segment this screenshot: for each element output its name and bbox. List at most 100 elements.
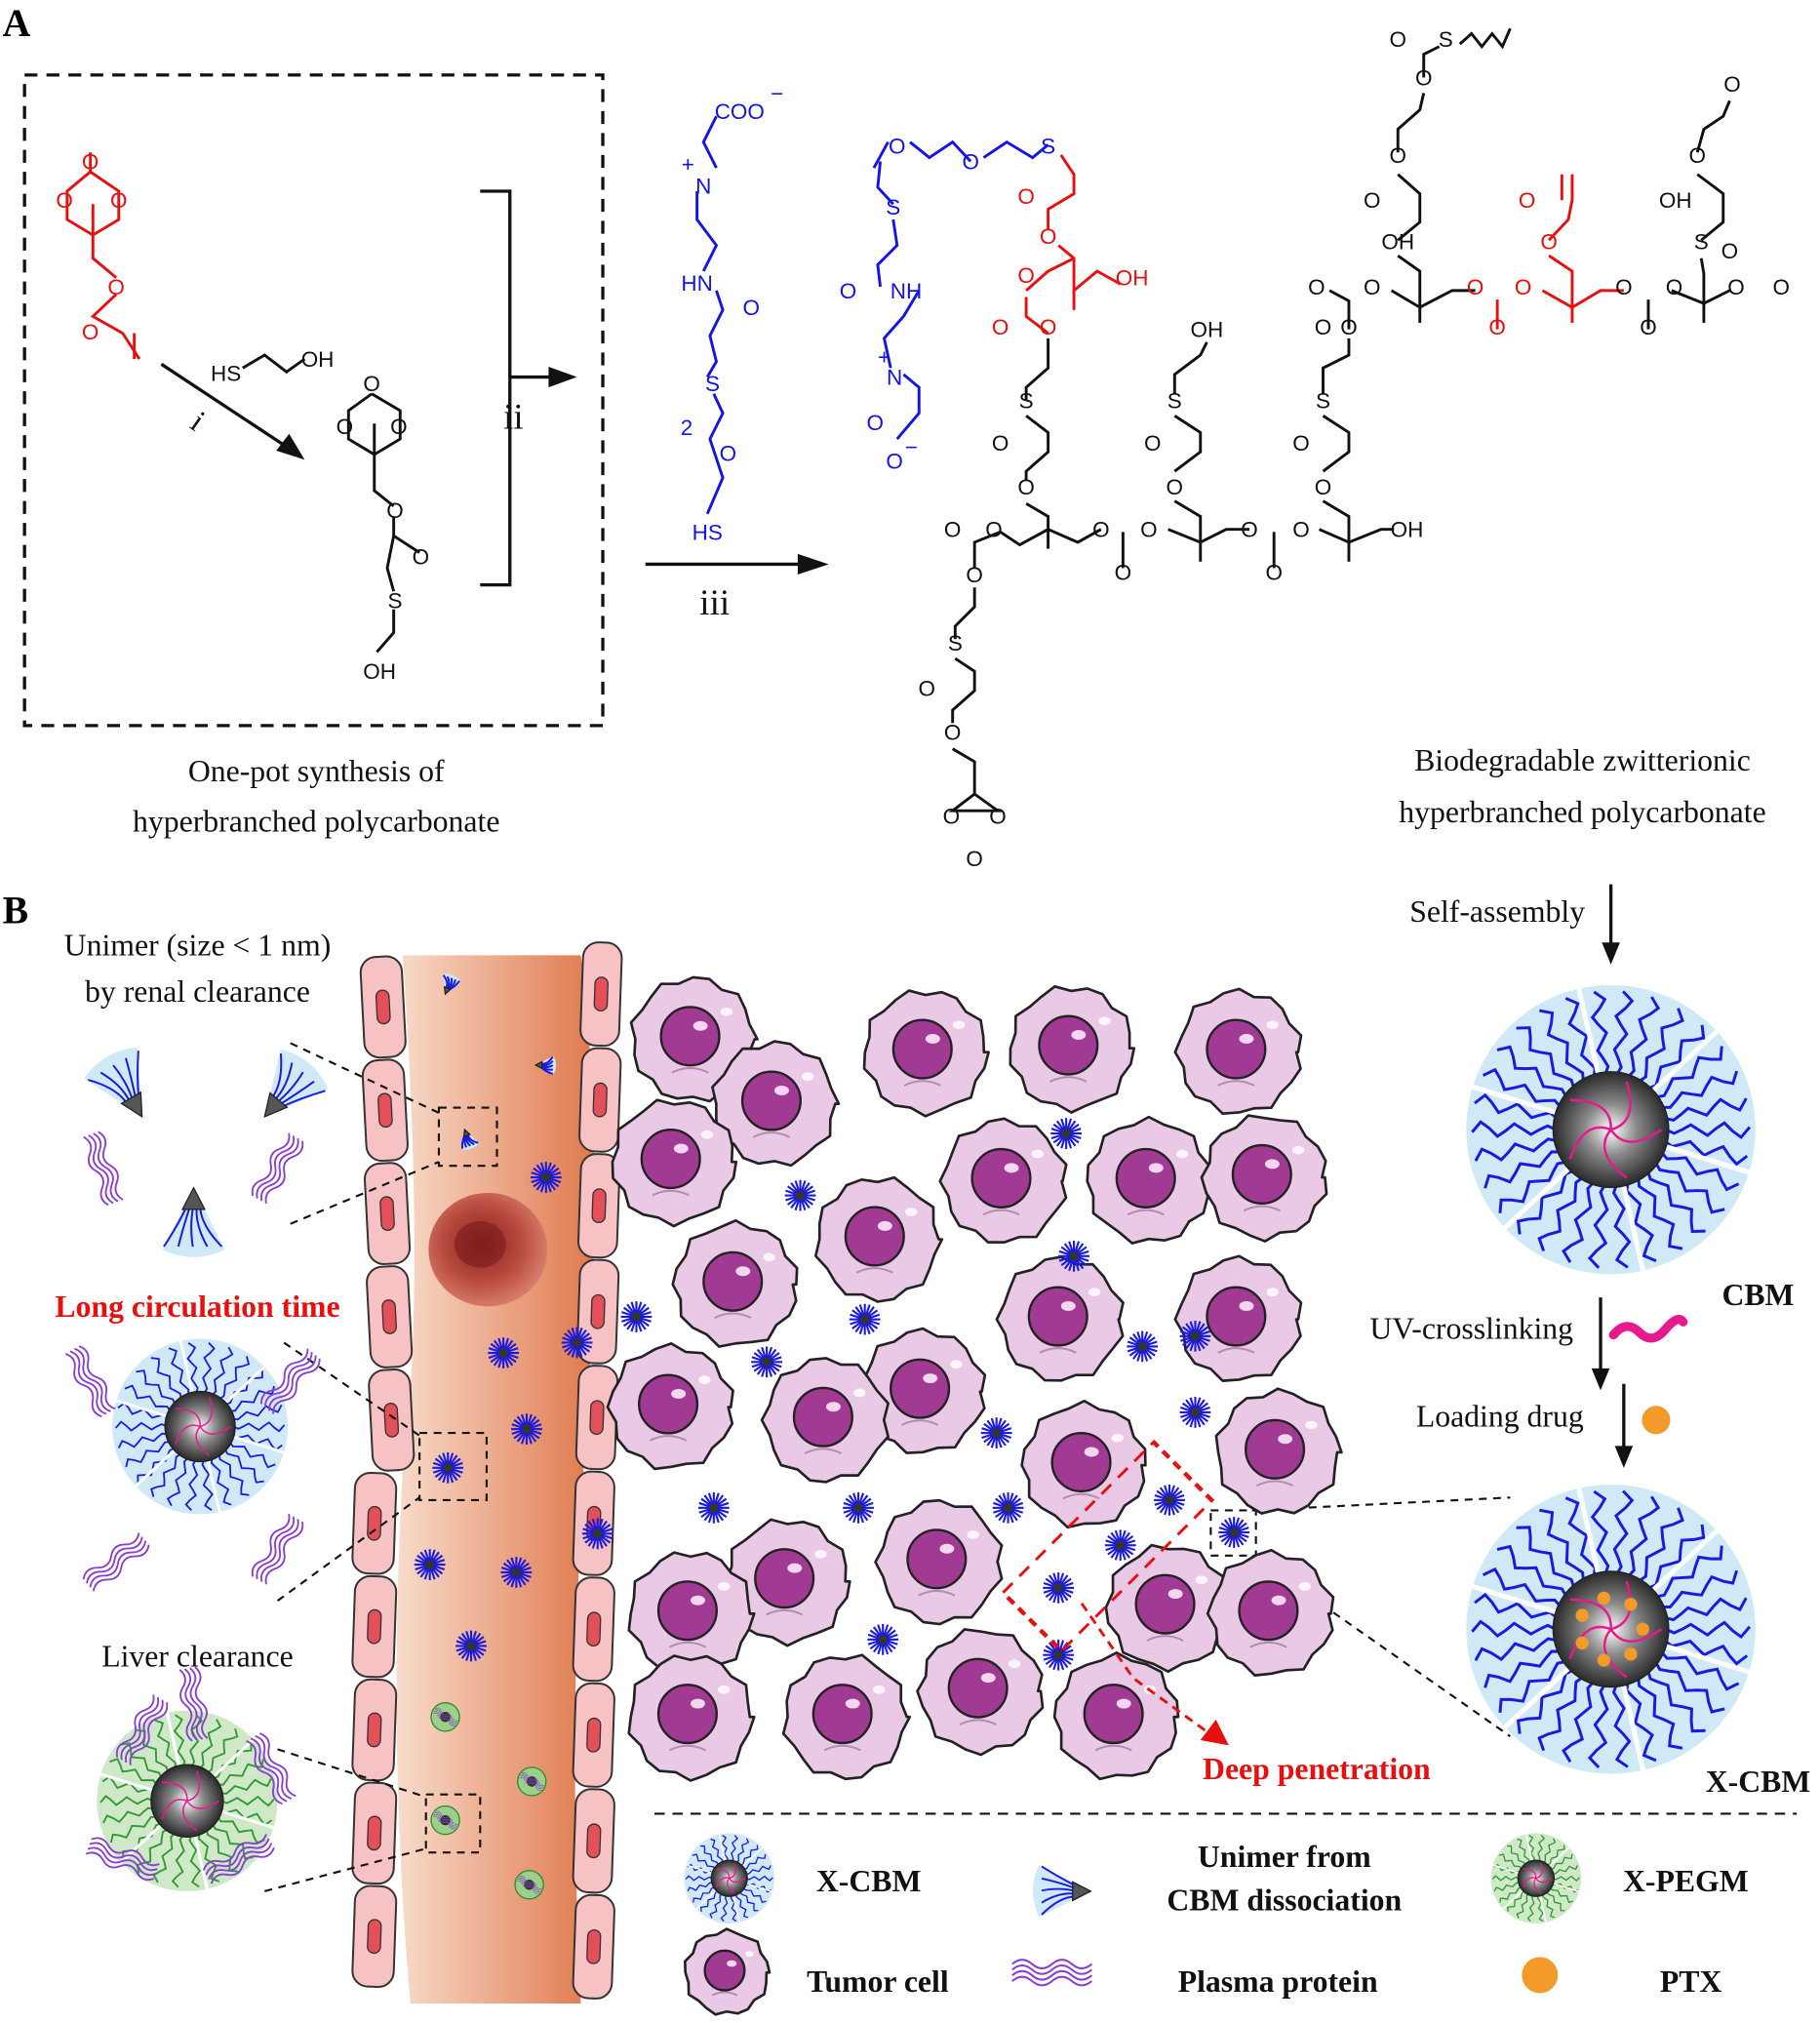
- tumor-cell: [1214, 1387, 1343, 1515]
- arrowhead: [797, 553, 829, 575]
- red-blood-cell: [428, 1192, 548, 1307]
- atom-label: O: [1364, 188, 1381, 213]
- atom-label: O: [1721, 239, 1739, 263]
- bond: [1200, 528, 1250, 544]
- x-pegm-nanoparticle: [430, 1805, 460, 1836]
- x-pegm-micelle-icon: [1490, 1833, 1582, 1924]
- atom-label: S: [1041, 135, 1055, 159]
- atom-label: +: [878, 344, 890, 369]
- x-cbm-nanoparticle: [992, 1491, 1024, 1524]
- atom-label: O: [110, 188, 128, 213]
- x-cbm-nanoparticle: [980, 1417, 1012, 1448]
- cbm-micelle: [1466, 984, 1756, 1275]
- bond: [1541, 254, 1574, 310]
- step-ii-label: ii: [503, 397, 524, 437]
- atom-label: O: [944, 720, 962, 744]
- atom-label: O: [82, 149, 99, 174]
- atom-label: O: [962, 149, 978, 174]
- plasma-protein: [246, 1732, 297, 1805]
- atom-label: OH: [363, 659, 396, 684]
- bond: [376, 609, 396, 654]
- atom-label: O: [742, 296, 759, 320]
- tumor-cell: [671, 1218, 799, 1348]
- bond: [91, 204, 118, 279]
- atom-label: O: [56, 188, 72, 213]
- endothelial-cell: [577, 1153, 621, 1259]
- plasma-protein: [259, 1348, 321, 1414]
- tumor-cell: [874, 1498, 1004, 1626]
- bond: [705, 290, 725, 378]
- legend: X-CBM Unimer from CBM dissociation X-PEG…: [684, 1833, 1749, 2016]
- cbm-label: CBM: [1721, 1278, 1794, 1312]
- caption-right-line1: Biodegradable zwitterionic: [1414, 743, 1751, 777]
- atom-label: HS: [692, 520, 723, 544]
- unimer-wedge: [1033, 1865, 1092, 1918]
- legend-label-ptx: PTX: [1660, 1964, 1722, 1999]
- bond: [895, 373, 921, 441]
- atom-label: O: [1017, 475, 1035, 499]
- atom-label: O: [82, 320, 99, 344]
- atom-label: O: [985, 518, 1003, 542]
- endothelial-cell: [351, 1781, 398, 1885]
- atom-label: OH: [1191, 318, 1224, 342]
- x-cbm-nanoparticle: [581, 1518, 613, 1550]
- panel-label-b: B: [3, 889, 28, 932]
- x-cbm-micelle-circulation: [112, 1338, 289, 1515]
- atom-label: O: [1292, 431, 1309, 456]
- bond: [1024, 415, 1050, 481]
- caption-left-line1: One-pot synthesis of: [188, 754, 445, 788]
- bond: [1671, 258, 1706, 306]
- atom-label: O: [1488, 315, 1506, 339]
- bond: [1173, 415, 1203, 473]
- atom-label: S: [1316, 388, 1330, 413]
- atom-label: S: [705, 372, 720, 396]
- atom-label: O: [1389, 143, 1406, 168]
- bond: [876, 218, 899, 288]
- bond: [705, 393, 725, 515]
- endothelial-cell: [359, 955, 407, 1059]
- arrow-step-i: [160, 362, 296, 454]
- x-cbm-label: X-CBM: [1706, 1765, 1811, 1799]
- tumor-cell: [611, 1098, 738, 1228]
- atom-label: O: [840, 279, 857, 303]
- atom-label: N: [887, 365, 902, 389]
- endothelial-cell: [578, 1047, 622, 1153]
- atom-label: O: [1040, 224, 1057, 249]
- plasma-protein: [82, 1532, 150, 1592]
- uv-crosslinker-icon: [1608, 1315, 1688, 1343]
- x-cbm-nanoparticle: [414, 1549, 446, 1580]
- plasma-protein: [115, 1694, 169, 1765]
- tumor-cell: [1009, 985, 1136, 1114]
- atom-label: O: [1519, 188, 1536, 213]
- atom-label: O: [1415, 65, 1433, 90]
- tumor-cell: [1173, 987, 1303, 1116]
- one-pot-box: [22, 73, 605, 728]
- tumor-cell: [862, 989, 990, 1118]
- deep-penetration-label: Deep penetration: [1203, 1752, 1431, 1786]
- bond: [1172, 341, 1208, 394]
- atom-label: +: [682, 152, 694, 177]
- tumor-cell: [813, 1175, 944, 1303]
- atom-label: O: [1167, 475, 1183, 499]
- atom-label: O: [1723, 72, 1741, 97]
- plasma-protein: [178, 1666, 209, 1742]
- atom-label: O: [1241, 518, 1257, 542]
- legend-label-unimer-line2: CBM dissociation: [1167, 1884, 1402, 1918]
- plasma-protein: [251, 1132, 304, 1205]
- tumor-cell: [725, 1518, 851, 1647]
- atom-label: O: [1115, 560, 1132, 584]
- atom-label: −: [905, 435, 918, 459]
- atom-label: O: [966, 563, 983, 587]
- atom-label: N: [695, 175, 711, 199]
- long-circulation-label: Long circulation time: [55, 1289, 339, 1324]
- x-cbm-micelle-icon: [684, 1833, 775, 1924]
- x-pegm-nanoparticle: [517, 1766, 547, 1797]
- atom-label: O: [107, 275, 125, 299]
- atom-label: S: [1694, 230, 1709, 255]
- x-cbm-nanoparticle: [849, 1303, 881, 1335]
- blood-vessel: [351, 941, 623, 2004]
- unimer-wedge: [162, 1186, 225, 1257]
- x-cbm-nanoparticle: [1179, 1397, 1211, 1428]
- atom-label: HS: [211, 362, 241, 386]
- atom-label: O: [1017, 184, 1035, 209]
